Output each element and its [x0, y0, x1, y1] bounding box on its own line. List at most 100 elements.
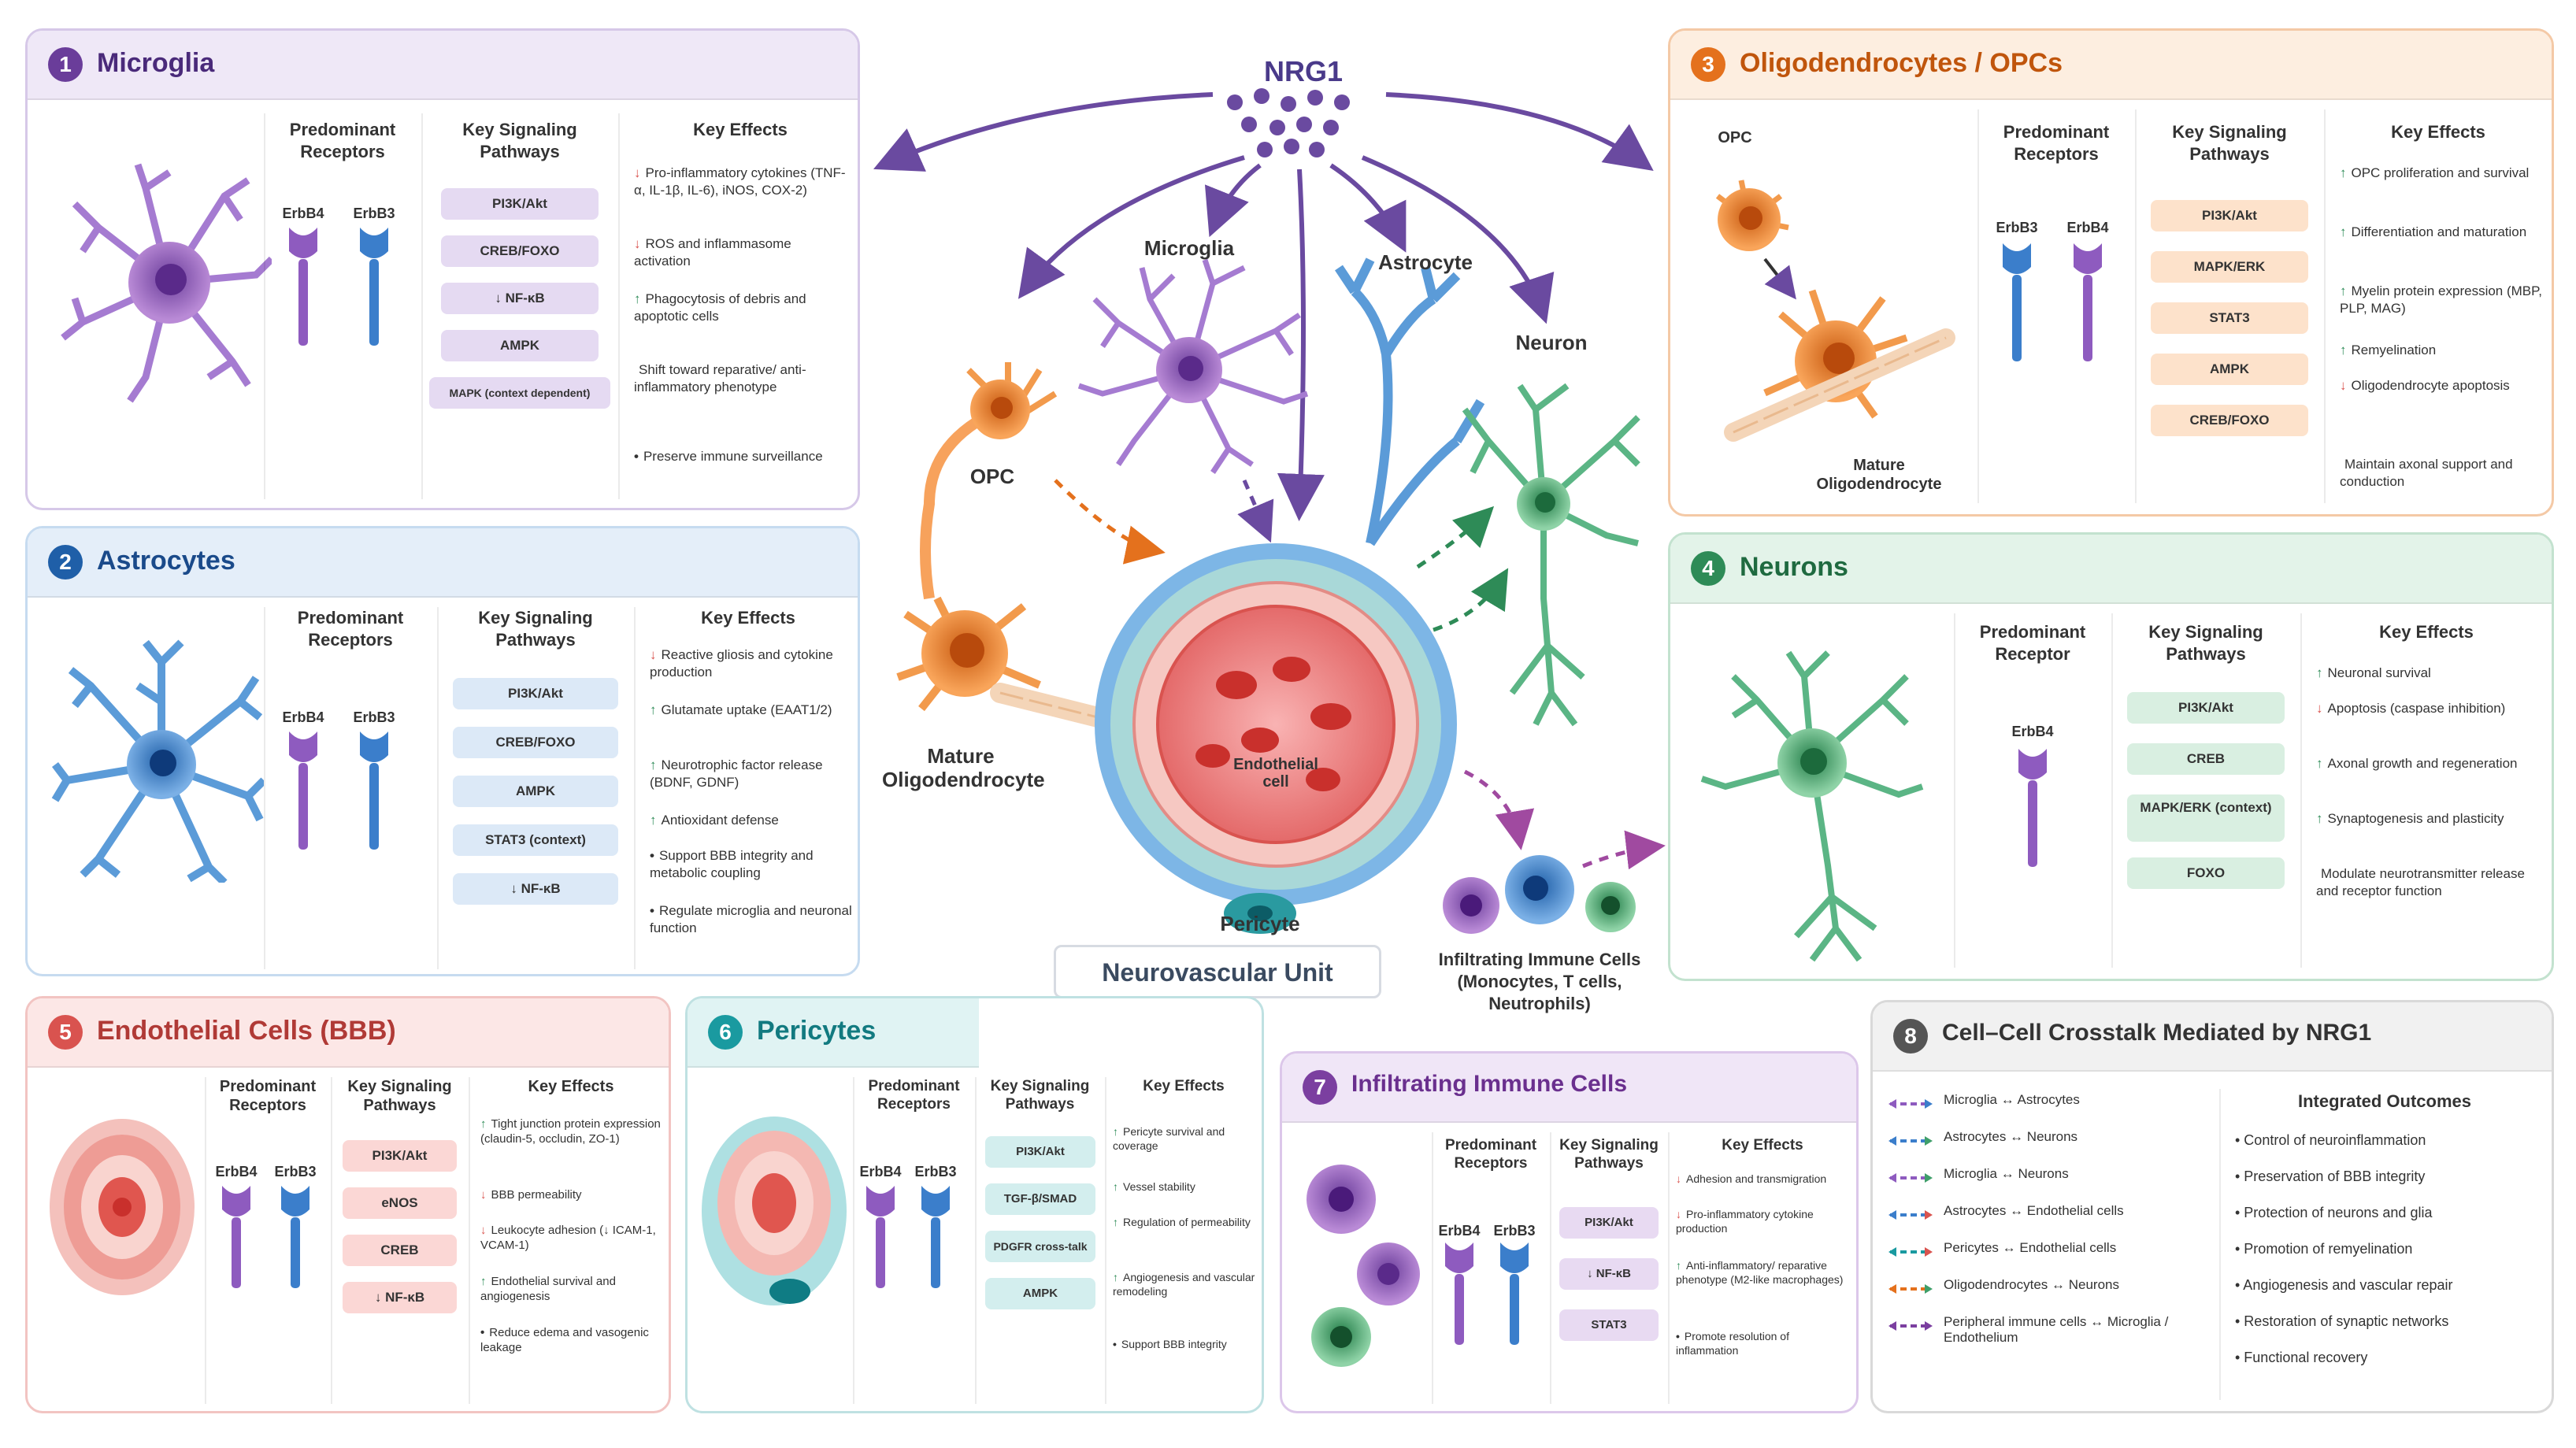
outcome-item: • Protection of neurons and glia — [2235, 1205, 2433, 1220]
effect-item: ↓Apoptosis (caspase inhibition) — [2316, 701, 2506, 716]
pathways-header: Key Signaling Pathways — [990, 1078, 1090, 1113]
crosstalk-pair: Pericytes ↔ Endothelial cells — [1888, 1237, 2215, 1272]
effect-item: ↑Myelin protein expression (MBP, PLP, MA… — [2340, 283, 2543, 316]
effects-header: Key Effects — [2391, 122, 2485, 142]
pathway-pill: STAT3 — [1559, 1309, 1659, 1341]
effect-item: ↑Vessel stability — [1113, 1180, 1195, 1193]
panel-immune: 7 Infiltrating Immune Cells Predominant … — [1280, 1051, 1859, 1413]
nvu-label-box: Neurovascular Unit — [1054, 945, 1381, 998]
panel-title: Oligodendrocytes / OPCs — [1740, 48, 2063, 78]
pathway-pill: STAT3 (context) — [453, 824, 618, 856]
center-microglia-label: Microglia — [1143, 236, 1235, 260]
crosstalk-pair-label: Microglia ↔ Astrocytes — [1944, 1092, 2080, 1107]
center-mature-oligodendrocyte — [896, 596, 1136, 735]
pathways-header: Key Signaling Pathways — [478, 608, 593, 650]
opc-nvu-arrow — [1054, 479, 1166, 565]
crosstalk-pair-label: Pericytes ↔ Endothelial cells — [1944, 1240, 2117, 1255]
effect-item: ↓Reactive gliosis and cytokine productio… — [650, 647, 833, 680]
center-pericyte-label: Pericyte — [1220, 912, 1300, 935]
panel-title: Microglia — [97, 48, 215, 78]
center-microglia — [1077, 258, 1309, 474]
bidirectional-arrow-icon — [1888, 1135, 1933, 1146]
receptor-label: ErbB4 — [859, 1164, 902, 1180]
outcome-item: • Control of neuroinflammation — [2235, 1132, 2426, 1148]
nvu-immune-arrow — [1463, 769, 1535, 850]
receptor-label: ErbB4 — [2066, 220, 2109, 235]
crosstalk-pair-label: Microglia ↔ Neurons — [1944, 1166, 2069, 1181]
outcome-item: • Preservation of BBB integrity — [2235, 1168, 2426, 1184]
pathway-pill: AMPK — [453, 776, 618, 807]
astro-neuron-arrow — [1416, 506, 1495, 569]
pathway-pill: eNOS — [343, 1187, 457, 1219]
receptors-header: Predominant Receptor — [1979, 622, 2086, 664]
effect-item: •Regulate microglia and neuronal functio… — [650, 903, 852, 935]
bidirectional-arrow-icon — [1888, 1172, 1933, 1183]
effect-item: Maintain axonal support and conduction — [2340, 457, 2513, 489]
center-mature-oligo-label: Mature Oligodendrocyte — [882, 744, 1045, 791]
pathway-pill: PI3K/Akt — [2127, 692, 2285, 724]
crosstalk-pair-label: Peripheral immune cells ↔ Microglia / En… — [1944, 1314, 2169, 1345]
nrg1-ligand-cluster — [1227, 88, 1350, 157]
effects-header: Key Effects — [693, 120, 788, 139]
pathways-header: Key Signaling Pathways — [2148, 622, 2263, 664]
pathways-header: Key Signaling Pathways — [2172, 122, 2287, 164]
panel-number: 8 — [1893, 1019, 1928, 1054]
receptor-label: ErbB4 — [215, 1164, 258, 1180]
pathway-pill: CREB — [2127, 743, 2285, 775]
effect-item: ↑Regulation of permeability — [1113, 1216, 1251, 1228]
receptor-icons — [222, 1186, 309, 1288]
bidirectional-arrow-icon — [1888, 1320, 1933, 1331]
pathway-pill: MAPK (context dependent) — [429, 377, 610, 409]
pericyte-vessel-illustration — [702, 1117, 847, 1305]
receptors-header: Predominant Receptors — [219, 1078, 317, 1114]
outcome-item: • Angiogenesis and vascular repair — [2235, 1277, 2453, 1293]
effects-header: Key Effects — [528, 1078, 614, 1095]
center-opc-label: OPC — [969, 465, 1015, 488]
pathway-pill: PI3K/Akt — [985, 1136, 1095, 1168]
panel-pericytes: 6 Pericytes Predominant Receptors Key Si… — [685, 996, 1264, 1413]
pathways-header: Key Signaling Pathways — [347, 1078, 452, 1114]
panel-title: Infiltrating Immune Cells — [1351, 1071, 1628, 1097]
pathway-pill: STAT3 — [2151, 302, 2308, 334]
crosstalk-pair-label: Oligodendrocytes ↔ Neurons — [1944, 1277, 2120, 1292]
effect-item: ↓Leukocyte adhesion (↓ ICAM-1, VCAM-1) — [480, 1224, 656, 1252]
effect-item: ↓Pro-inflammatory cytokine production — [1676, 1208, 1814, 1235]
receptor-icon — [2018, 749, 2047, 867]
pathway-pill: ↓ NF-κB — [1559, 1258, 1659, 1290]
panel-number: 6 — [708, 1015, 743, 1050]
receptor-label: ErbB3 — [353, 206, 395, 221]
effect-item: ↑Axonal growth and regeneration — [2316, 756, 2518, 771]
crosstalk-pair-label: Astrocytes ↔ Endothelial cells — [1944, 1203, 2124, 1218]
receptor-icons — [1445, 1242, 1529, 1345]
bidirectional-arrow-icon — [1888, 1098, 1933, 1109]
crosstalk-pair: Astrocytes ↔ Neurons — [1888, 1126, 2215, 1161]
receptor-label: ErbB4 — [1438, 1223, 1481, 1239]
receptors-header: Predominant Receptors — [2003, 122, 2110, 164]
mature-oligo-label: Mature Oligodendrocyte — [1816, 457, 1942, 493]
effect-item: ↑Tight junction protein expression (clau… — [480, 1117, 661, 1146]
outcome-item: • Functional recovery — [2235, 1350, 2368, 1365]
outcomes-header: Integrated Outcomes — [2297, 1091, 2472, 1111]
pathway-pill: ↓ NF-κB — [441, 283, 599, 314]
pathway-pill: ↓ NF-κB — [453, 873, 618, 905]
crosstalk-pair: Oligodendrocytes ↔ Neurons — [1888, 1274, 2215, 1309]
center-astrocyte-label: Astrocyte — [1378, 250, 1473, 274]
effect-item: ↑Antioxidant defense — [650, 813, 779, 828]
receptor-icons — [289, 228, 388, 346]
nvu-label: Neurovascular Unit — [1102, 958, 1333, 987]
effect-item: ↑Neurotrophic factor release (BDNF, GDNF… — [650, 757, 823, 790]
receptors-header: Predominant Receptors — [289, 120, 396, 161]
effect-item: ↑Glutamate uptake (EAAT1/2) — [650, 702, 832, 717]
receptor-icons — [866, 1186, 950, 1288]
pathway-pill: CREB/FOXO — [441, 235, 599, 267]
pathway-pill: MAPK/ERK — [2151, 251, 2308, 283]
bidirectional-arrow-icon — [1888, 1209, 1933, 1220]
receptor-label: ErbB3 — [274, 1164, 317, 1180]
panel-number: 5 — [48, 1015, 83, 1050]
center-immune-label: Infiltrating Immune Cells (Monocytes, T … — [1438, 950, 1641, 1013]
effect-item: ↑Pericyte survival and coverage — [1113, 1125, 1225, 1152]
receptor-label: ErbB3 — [1996, 220, 2038, 235]
pathway-pill: PI3K/Akt — [441, 188, 599, 220]
receptor-label: ErbB4 — [282, 206, 324, 221]
